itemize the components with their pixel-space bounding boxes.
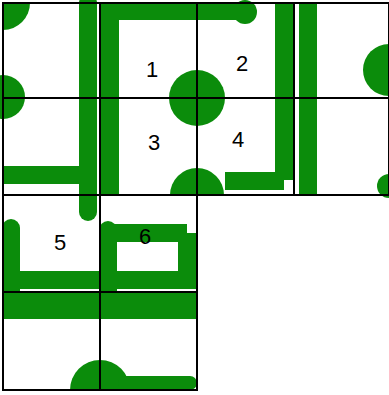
tile-grid: [3, 3, 389, 390]
callout-number: 6: [139, 226, 151, 248]
callout-number: 3: [148, 132, 160, 154]
callout-number: 1: [146, 59, 158, 81]
callout-number: 5: [54, 232, 66, 254]
callout-number: 2: [236, 53, 248, 75]
callout-number: 4: [232, 129, 244, 151]
track-bands: [3, 3, 308, 383]
